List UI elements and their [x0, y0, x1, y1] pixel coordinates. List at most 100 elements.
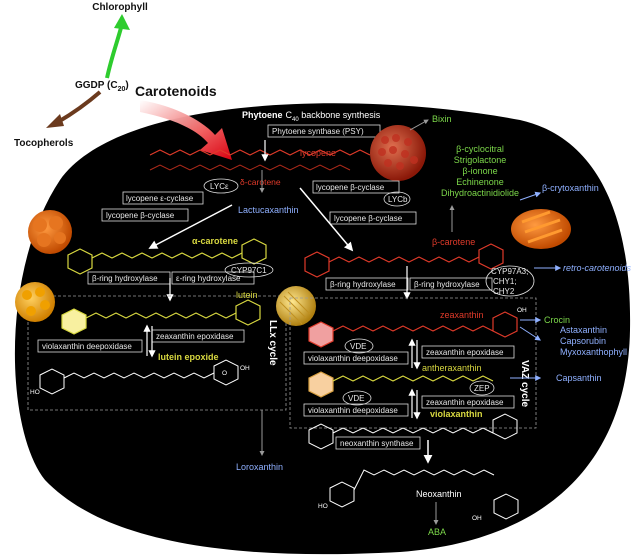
apricot-image	[28, 210, 72, 254]
d-carotene-label: δ-carotene	[240, 177, 281, 187]
a-carotene-ring-right	[241, 238, 267, 265]
antheraxanthin-ring-left	[308, 371, 334, 398]
zep-right2-box: zeaxanthin epoxidase	[421, 395, 515, 409]
svg-text:ε-ring hydroxylase: ε-ring hydroxylase	[176, 274, 241, 283]
svg-text:β-cyclocitral: β-cyclocitral	[456, 144, 504, 154]
svg-text:LYCb: LYCb	[388, 195, 408, 204]
tocopherol-arrowhead	[46, 114, 64, 128]
svg-text:β-ring hydroxylase: β-ring hydroxylase	[414, 280, 480, 289]
a-carotene-chain	[91, 252, 243, 259]
chlorophyll-arrowhead	[114, 14, 130, 30]
chlorophyll-arrow	[105, 23, 124, 79]
svg-text:lycopene β-cyclase: lycopene β-cyclase	[334, 214, 403, 223]
carrot-sticks	[521, 210, 563, 244]
svg-text:Myxoxanthophyll: Myxoxanthophyll	[560, 347, 627, 357]
lactucaxanthin-label: Lactucaxanthin	[238, 205, 299, 215]
svg-text:violaxanthin deepoxidase: violaxanthin deepoxidase	[308, 406, 398, 415]
capsanthin-label: Capsanthin	[556, 373, 602, 383]
vde-right1-box: violaxanthin deepoxidase	[303, 351, 409, 365]
svg-text:CYP97C1: CYP97C1	[231, 266, 267, 275]
neoxanthin-ho: HO	[318, 503, 328, 510]
svg-text:CHY2: CHY2	[493, 287, 515, 296]
svg-text:ZEP: ZEP	[474, 384, 490, 393]
svg-text:lycopene β-cyclase: lycopene β-cyclase	[316, 183, 385, 192]
llx-cycle-box	[27, 295, 287, 411]
violaxanthin-ring-left	[308, 423, 334, 450]
vaz-cycle-box	[289, 297, 537, 429]
lutein-epoxide-ring-right	[213, 359, 239, 386]
violaxanthin-chain	[332, 427, 494, 434]
svg-text:Echinenone: Echinenone	[456, 177, 504, 187]
bixin-arrow	[409, 119, 429, 131]
svg-text:VDE: VDE	[348, 394, 364, 403]
b-carotene-ring-left	[304, 251, 330, 278]
b-carotene-chain	[328, 256, 480, 263]
lycopene-b-cyclase-left-box: lycopene β-cyclase	[101, 208, 189, 222]
to-alpha-carotene-arrow	[148, 204, 233, 249]
svg-text:CYP97A3;: CYP97A3;	[491, 267, 528, 276]
lyce-ellipse: LYCε	[203, 178, 239, 194]
lycopene-chain-2	[149, 164, 351, 171]
svg-text:CHY1;: CHY1;	[493, 277, 517, 286]
lutein-epoxide-ho: HO	[30, 389, 40, 396]
neoxanthin-label: Neoxanthin	[416, 489, 462, 499]
zeaxanthin-label: zeaxanthin	[440, 310, 484, 320]
corn-lines	[279, 291, 311, 325]
lycopene-label: lycopene	[300, 148, 336, 158]
ggdp-label: GGDP (C20)	[75, 80, 129, 93]
lutein-epoxide-ring-left	[39, 368, 65, 395]
violaxanthin-ring-right	[492, 413, 518, 440]
lutein-chain	[85, 312, 237, 319]
apocarotenoid-list: β-cyclocitral Strigolactone β-ionone Ech…	[441, 144, 519, 198]
lycopene-e-cyclase-box: lycopene ε-cyclase	[122, 191, 204, 205]
lycopene-b-cyclase-mid-box: lycopene β-cyclase	[312, 180, 400, 194]
retro-label: retro-carotenoids	[563, 263, 632, 273]
svg-text:β-ring hydroxylase: β-ring hydroxylase	[330, 280, 396, 289]
svg-text:lycopene β-cyclase: lycopene β-cyclase	[106, 211, 175, 220]
bixin-label: Bixin	[432, 114, 452, 124]
chlorophyll-label: Chlorophyll	[92, 2, 148, 13]
nxs-box: neoxanthin synthase	[335, 436, 421, 450]
loroxanthin-label: Loroxanthin	[236, 462, 283, 472]
vde-ellipse-1: VDE	[344, 338, 374, 354]
to-beta-carotene-arrow	[299, 187, 354, 252]
vaz-cycle-label: VAZ cycle	[519, 360, 530, 407]
llx-cycle-label: LLx cycle	[267, 320, 278, 366]
svg-text:violaxanthin deepoxidase: violaxanthin deepoxidase	[308, 354, 398, 363]
svg-text:Phytoene synthase (PSY): Phytoene synthase (PSY)	[272, 127, 364, 136]
svg-text:Astaxanthin: Astaxanthin	[560, 325, 607, 335]
aba-label: ABA	[428, 527, 446, 537]
vde-ellipse-2: VDE	[342, 390, 372, 406]
bixin-dots	[378, 134, 418, 170]
psy-enzyme-box: Phytoene synthase (PSY)	[267, 124, 381, 138]
e-ring-left-box: ε-ring hydroxylase	[171, 271, 255, 285]
lutein-epoxide-label: lutein epoxide	[158, 352, 219, 362]
svg-text:Capsorubin: Capsorubin	[560, 336, 606, 346]
zep-left-box: zeaxanthin epoxidase	[151, 329, 245, 343]
svg-text:lycopene ε-cyclase: lycopene ε-cyclase	[126, 194, 194, 203]
antheraxanthin-chain	[332, 375, 494, 382]
svg-text:β-ionone: β-ionone	[462, 166, 497, 176]
lycopene-b-cyclase-right-box: lycopene β-cyclase	[329, 211, 417, 225]
b-cryptoxanthin-label: β-crytoxanthin	[542, 183, 599, 193]
lutein-label: lutein	[236, 290, 258, 300]
b-ring-right1-box: β-ring hydroxylase	[325, 277, 409, 291]
ggdp-branching: Chlorophyll GGDP (C20) Carotenoids Tocop…	[14, 2, 232, 160]
vde-right2-box: violaxanthin deepoxidase	[303, 403, 409, 417]
svg-text:VDE: VDE	[350, 342, 366, 351]
zeaxanthin-ring-left	[308, 321, 334, 348]
neoxanthin-oh: OH	[472, 515, 482, 522]
svg-text:violaxanthin deepoxidase: violaxanthin deepoxidase	[42, 342, 132, 351]
b-cryptoxanthin-arrow	[519, 191, 542, 201]
corn-image	[276, 286, 316, 326]
zeaxanthin-ring-right	[492, 311, 518, 338]
lutein-epoxide-oh: OH	[240, 365, 250, 372]
cyp97a3-ellipse: CYP97A3; CHY1; CHY2	[485, 265, 535, 297]
keto-list: Astaxanthin Capsorubin Myxoxanthophyll	[560, 325, 627, 357]
zeaxanthin-chain	[332, 325, 494, 332]
svg-text:zeaxanthin epoxidase: zeaxanthin epoxidase	[426, 398, 504, 407]
b-ring-right2-box: β-ring hydroxylase	[409, 277, 493, 291]
crocin-label: Crocin	[544, 315, 570, 325]
